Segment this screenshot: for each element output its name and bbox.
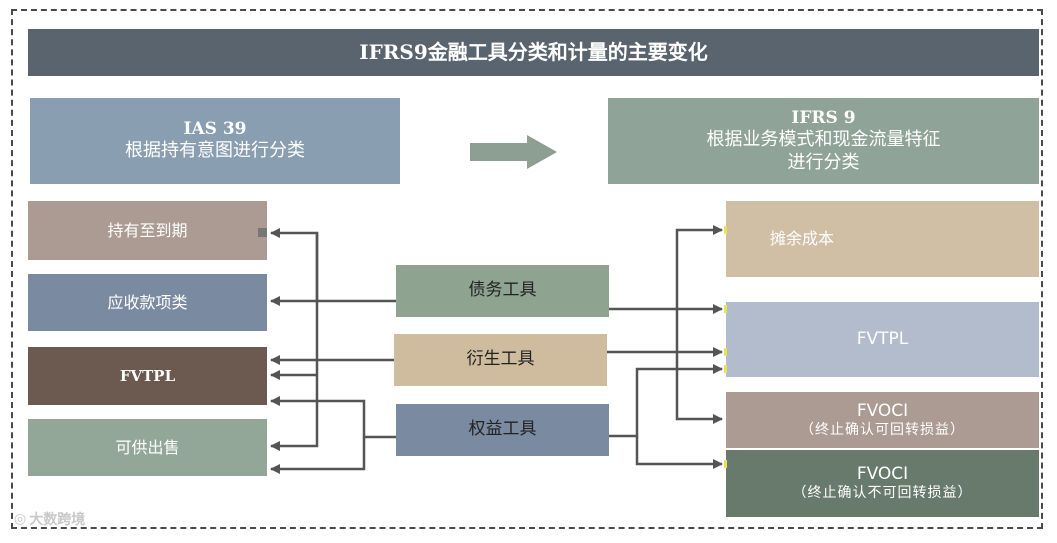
endpoint-marker — [258, 228, 267, 237]
connector-equity-to-fvoci-no-recycle — [635, 436, 723, 469]
old-category-receivables: 应收款项类 — [28, 274, 267, 331]
new-category-label: FVTPL — [856, 328, 909, 349]
ias39-name: IAS 39 — [183, 119, 247, 140]
new-category-note: （终止确认不可回转损益） — [792, 485, 973, 502]
new-category-label: 摊余成本 — [770, 229, 835, 248]
instrument-derivative: 衍生工具 — [394, 334, 607, 386]
ias39-basis: 根据持有意图进行分类 — [125, 140, 305, 162]
old-category-label: FVTPL — [119, 366, 176, 385]
old-category-label: 应收款项类 — [107, 292, 188, 312]
instrument-debt: 债务工具 — [396, 265, 609, 317]
endpoint-marker — [724, 348, 727, 356]
old-category-label: 持有至到期 — [107, 220, 188, 240]
connector-debt-to-held-to-maturity — [270, 228, 396, 303]
connector-equity-to-afs-low — [270, 437, 366, 474]
diagram-title: IFRS9金融工具分类和计量的主要变化 — [28, 29, 1039, 76]
ias39-header: IAS 39 根据持有意图进行分类 — [30, 98, 400, 184]
old-category-held-to-maturity: 持有至到期 — [28, 201, 267, 260]
instrument-label: 权益工具 — [468, 419, 537, 440]
endpoint-marker — [724, 460, 727, 468]
instrument-label: 债务工具 — [468, 280, 537, 301]
old-category-fvtpl: FVTPL — [28, 347, 267, 405]
connector-equity-to-fvtpl — [609, 364, 723, 438]
dashed-frame — [11, 9, 1043, 529]
new-category-amortized-cost: 摊余成本 — [726, 201, 1039, 277]
ifrs9-header: IFRS 9 根据业务模式和现金流量特征 进行分类 — [608, 98, 1039, 184]
new-category-label: FVOCI — [856, 400, 909, 421]
new-category-fvoci-no-recycling: FVOCI （终止确认不可回转损益） — [726, 450, 1039, 517]
ifrs9-name: IFRS 9 — [791, 107, 856, 128]
watermark: ◎ 大数跨境 — [14, 509, 85, 529]
new-category-label: FVOCI — [856, 464, 909, 485]
endpoint-marker — [724, 226, 727, 234]
new-category-note: （终止确认可回转损益） — [800, 421, 965, 438]
connector-equity-to-afs — [270, 396, 396, 439]
new-category-fvtpl: FVTPL — [726, 302, 1039, 377]
old-category-available-for-sale: 可供出售 — [28, 419, 267, 476]
title-text: IFRS9金融工具分类和计量的主要变化 — [359, 40, 708, 64]
new-category-fvoci-recycling: FVOCI （终止确认可回转损益） — [726, 392, 1039, 448]
endpoint-marker — [724, 365, 727, 373]
ifrs9-basis-line1: 根据业务模式和现金流量特征 — [706, 129, 941, 151]
connector-bracket-left — [270, 233, 319, 451]
endpoint-marker — [724, 305, 727, 313]
ifrs9-basis-line2: 进行分类 — [787, 151, 860, 173]
instrument-label: 衍生工具 — [466, 349, 535, 370]
watermark-logo-icon: ◎ — [14, 511, 27, 527]
watermark-text: 大数跨境 — [29, 512, 86, 528]
connector-debt-to-amortized-cost — [609, 225, 723, 311]
transition-arrow — [470, 135, 557, 169]
connector-debt-to-fvoci — [675, 309, 723, 424]
instrument-equity: 权益工具 — [396, 404, 609, 456]
old-category-label: 可供出售 — [115, 437, 180, 457]
